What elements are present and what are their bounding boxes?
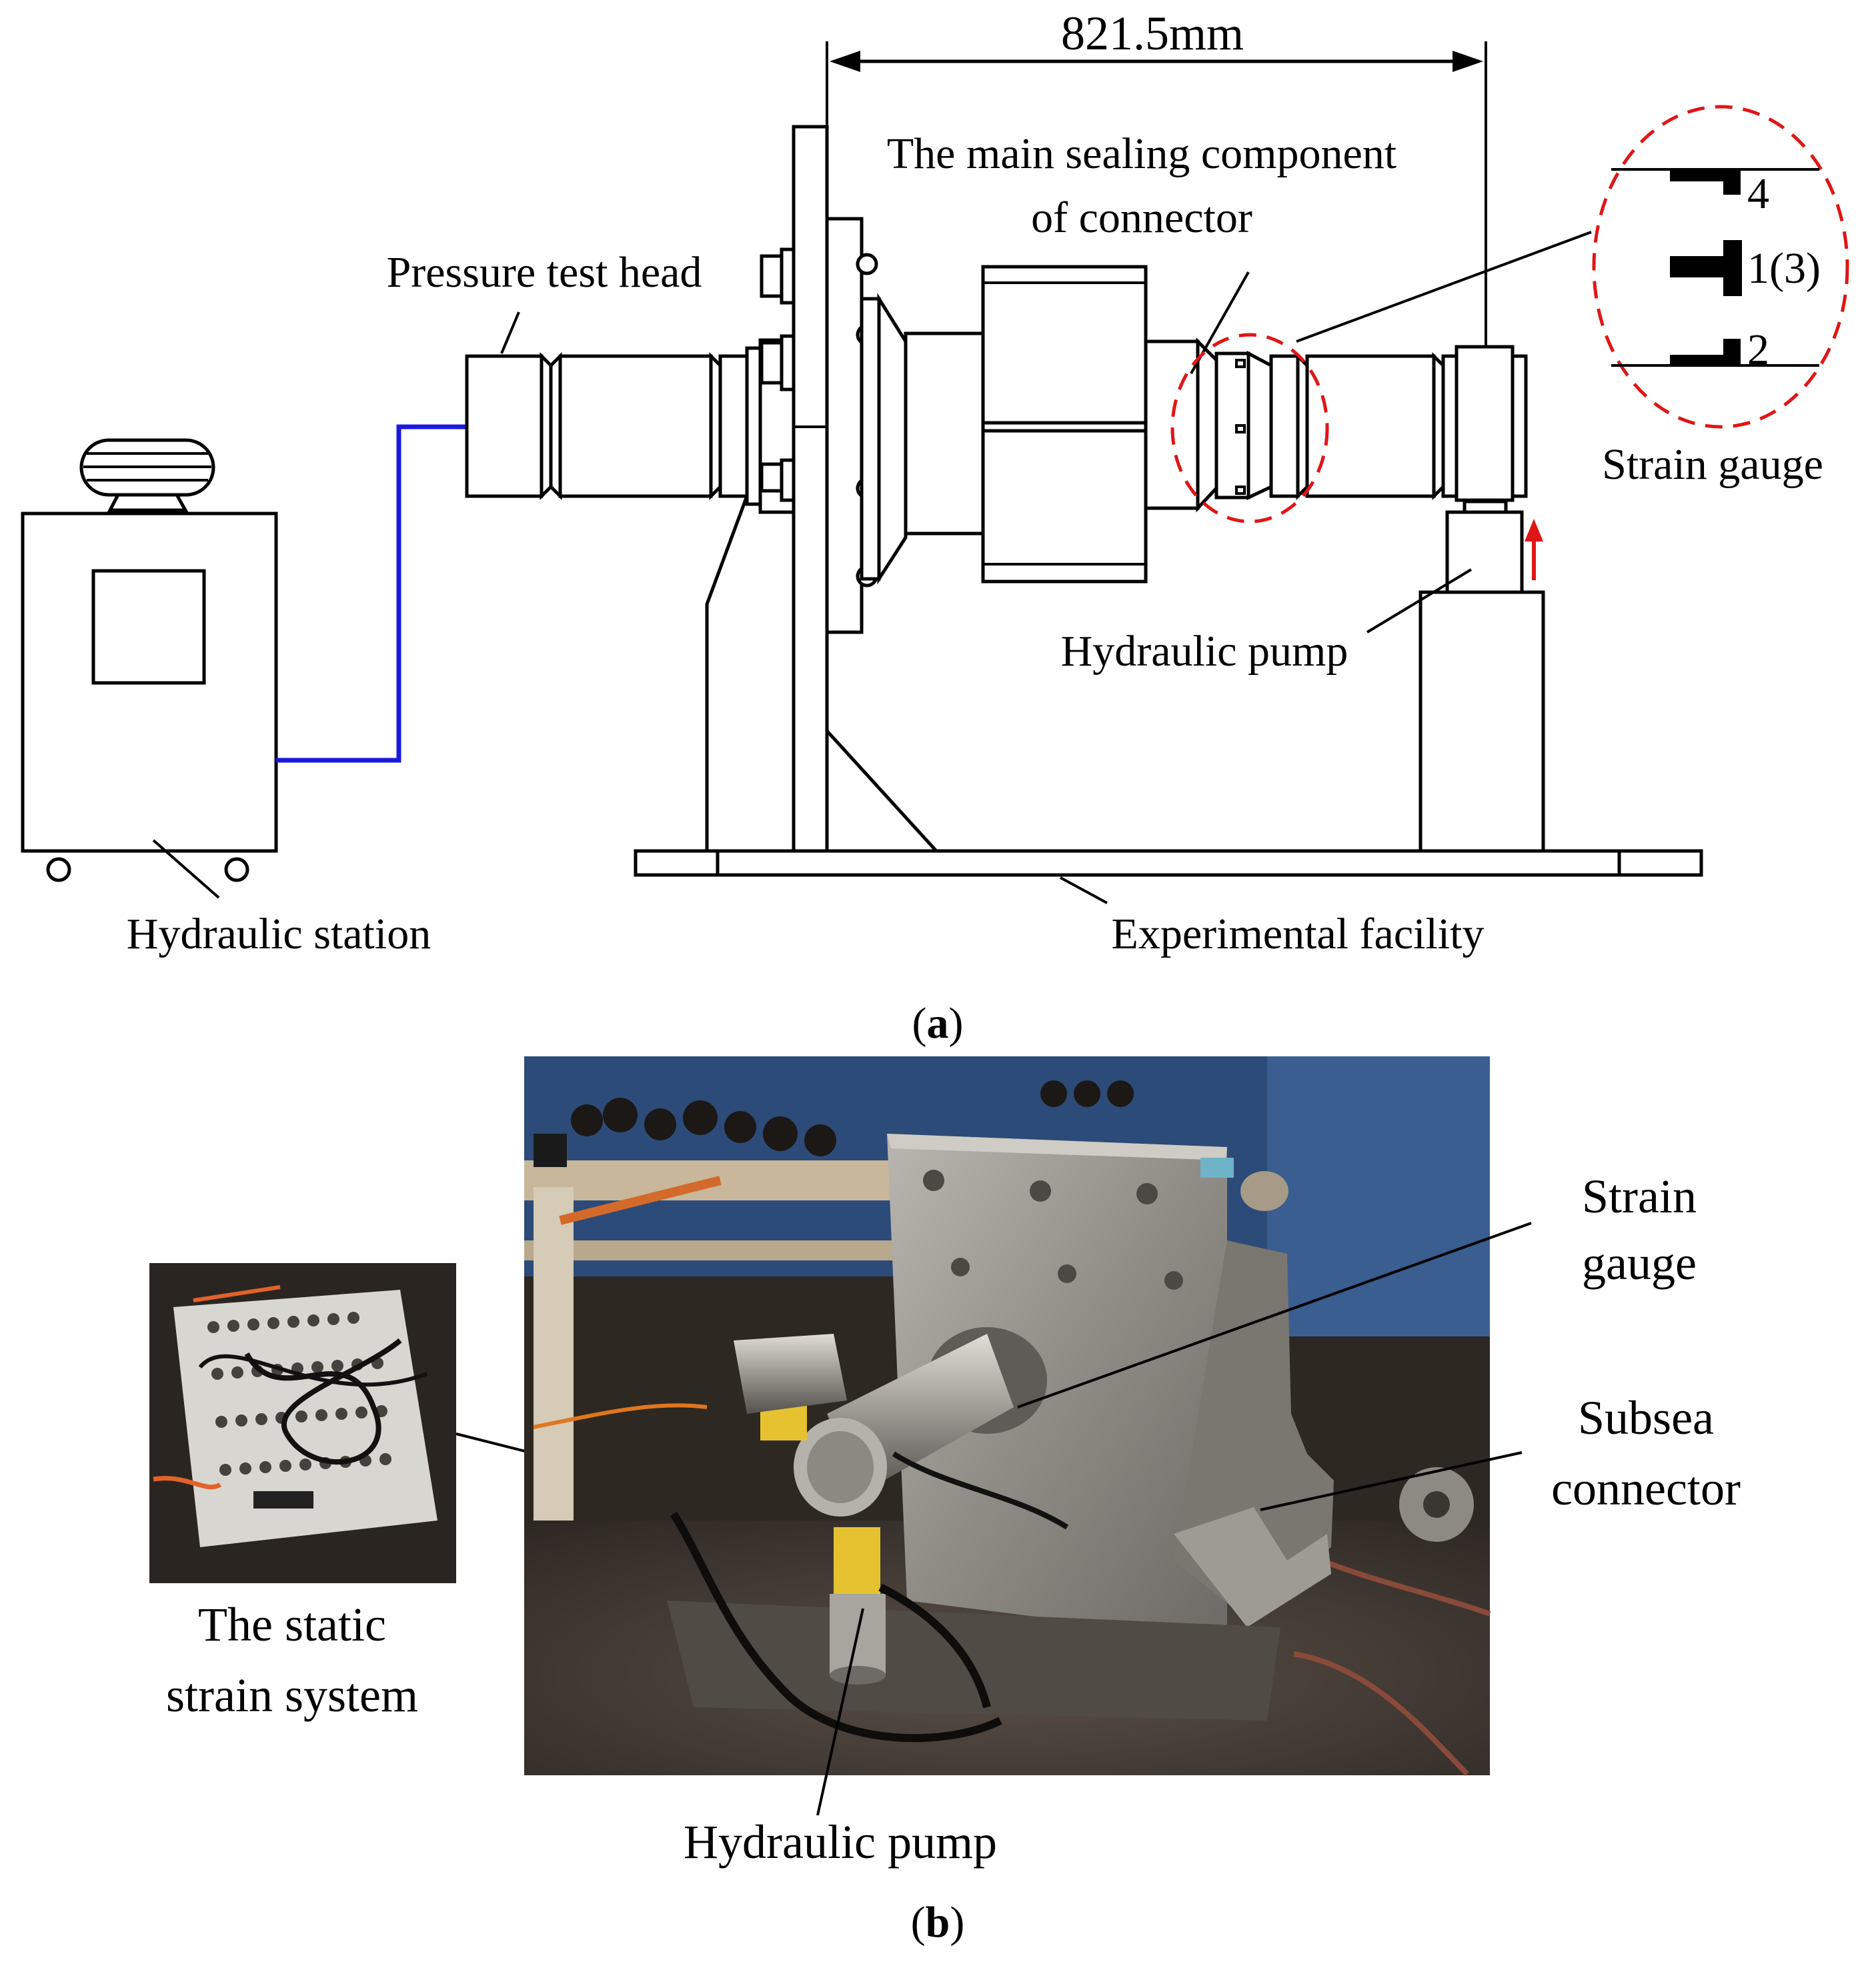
- flange-bolts: [760, 247, 796, 502]
- static-strain-photo: [149, 1263, 456, 1583]
- caption-a: (a): [912, 999, 964, 1048]
- test-rig-photo: [524, 1056, 1491, 1776]
- strain-gauge-label-b-line1: Strain: [1582, 1170, 1697, 1223]
- main-sealing-label-line1: The main sealing component: [887, 129, 1396, 178]
- photograph-panel: Strain gauge Subsea connector The static…: [149, 1056, 1741, 1947]
- static-strain-label-line1: The static: [198, 1598, 386, 1651]
- hydraulic-station: [21, 438, 278, 899]
- dimension-label: 821.5mm: [1061, 7, 1244, 60]
- strain-gauge-callout: 4 1(3) 2: [1592, 105, 1849, 429]
- hydraulic-pump-label-a: Hydraulic pump: [1061, 627, 1348, 676]
- caption-b: (b): [911, 1898, 965, 1947]
- experimental-facility-label: Experimental facility: [1112, 910, 1485, 958]
- strain-gauge-label: Strain gauge: [1602, 440, 1823, 489]
- gauge-number-1-3: 1(3): [1747, 244, 1821, 293]
- hydraulic-station-label: Hydraulic station: [127, 910, 431, 958]
- pressure-test-head: [465, 311, 796, 514]
- experimental-facility: [634, 125, 1703, 904]
- subsea-connector-label-line2: connector: [1551, 1462, 1741, 1515]
- pressure-test-head-label: Pressure test head: [387, 248, 702, 297]
- gauge-number-4: 4: [1747, 169, 1769, 218]
- main-sealing-label-line2: of connector: [1031, 193, 1252, 242]
- hydraulic-pump-schematic: [1366, 500, 1545, 853]
- gauge-mark-2: [1670, 355, 1727, 365]
- strain-gauge-label-b-line2: gauge: [1582, 1236, 1697, 1290]
- hydraulic-pump-label-b: Hydraulic pump: [684, 1815, 997, 1869]
- gauge-number-2: 2: [1747, 325, 1769, 374]
- static-strain-label-line2: strain system: [166, 1669, 418, 1722]
- gauge-mark-1: [1670, 256, 1727, 277]
- gauge-mark-4: [1670, 169, 1727, 181]
- sealing-callout: [1170, 333, 1329, 524]
- dimension-marker: 821.5mm: [826, 7, 1487, 347]
- hydraulic-hose: [276, 424, 467, 763]
- schematic-diagram: 821.5mm: [21, 7, 1849, 1048]
- subsea-connector-label-line1: Subsea: [1578, 1391, 1714, 1444]
- connector-body: [825, 217, 1528, 634]
